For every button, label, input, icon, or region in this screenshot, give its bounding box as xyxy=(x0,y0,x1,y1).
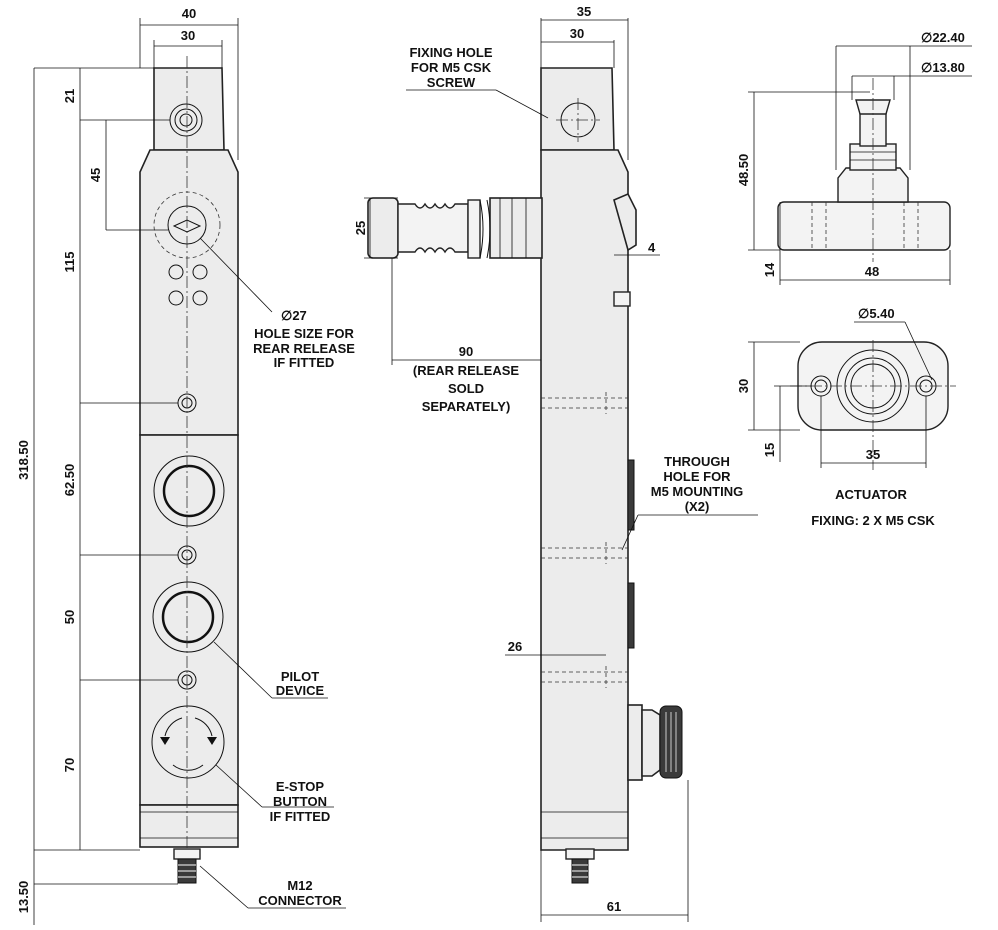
through-hole-note-2: HOLE FOR xyxy=(663,469,731,484)
m12-note-2: CONNECTOR xyxy=(258,893,342,908)
dim-h-62: 62.50 xyxy=(62,464,77,497)
side-button-profile xyxy=(627,582,635,649)
dim-h-318: 318.50 xyxy=(16,440,31,480)
actuator-dia-22-label: ∅22.40 xyxy=(921,30,965,45)
actuator-dia-5-label: ∅5.40 xyxy=(858,306,895,321)
rear-hole-note-1: HOLE SIZE FOR xyxy=(254,326,354,341)
side-dim-35: 35 xyxy=(577,4,591,19)
through-hole-note-1: THROUGH xyxy=(664,454,730,469)
dim-h-13: 13.50 xyxy=(16,881,31,914)
estop-note-3: IF FITTED xyxy=(270,809,331,824)
rear-release-note-2: SOLD xyxy=(448,381,484,396)
actuator-dim-30: 30 xyxy=(736,379,751,393)
actuator-dim-14: 14 xyxy=(762,262,777,277)
actuator-dim-48: 48 xyxy=(865,264,879,279)
actuator-title: ACTUATOR xyxy=(835,487,907,502)
fixing-hole-note-2: FOR M5 CSK xyxy=(411,60,492,75)
actuator-fixing-note: FIXING: 2 X M5 CSK xyxy=(811,513,935,528)
rear-hole-dia-label: ∅27 xyxy=(281,308,307,323)
side-view: 35 30 25 4 90 (REAR RELEASE SOLD SEPARAT… xyxy=(353,4,758,922)
actuator: ∅22.40 ∅13.80 48.50 14 48 ∅5.40 xyxy=(736,30,972,528)
dim-h-21: 21 xyxy=(62,89,77,103)
led-hole xyxy=(168,264,184,280)
dim-width-40: 40 xyxy=(182,6,196,21)
actuator-dim-48-50: 48.50 xyxy=(736,154,751,187)
led-hole xyxy=(192,264,208,280)
side-dim-61: 61 xyxy=(607,899,621,914)
dim-h-115: 115 xyxy=(62,252,77,273)
m12-note-1: M12 xyxy=(287,878,312,893)
pilot-note-2: DEVICE xyxy=(276,683,325,698)
dim-h-45: 45 xyxy=(88,168,103,182)
through-hole-note-3: M5 MOUNTING xyxy=(651,484,743,499)
fixing-hole-note-3: SCREW xyxy=(427,75,476,90)
side-head-block xyxy=(540,67,615,151)
actuator-base-side xyxy=(777,201,951,251)
front-upper-housing xyxy=(139,149,239,436)
front-base xyxy=(139,804,239,848)
rear-release-note-1: (REAR RELEASE xyxy=(413,363,520,378)
led-hole xyxy=(168,290,184,306)
actuator-dim-35: 35 xyxy=(866,447,880,462)
led-hole xyxy=(192,290,208,306)
estop-button xyxy=(151,705,225,779)
through-hole-note-4: (X2) xyxy=(685,499,710,514)
dim-h-50: 50 xyxy=(62,610,77,624)
estop-note-1: E-STOP xyxy=(276,779,324,794)
dim-h-70: 70 xyxy=(62,758,77,772)
rear-hole-note-2: REAR RELEASE xyxy=(253,341,355,356)
pilot-note-1: PILOT xyxy=(281,669,319,684)
fixing-hole-note-1: FIXING HOLE xyxy=(409,45,492,60)
pilot-device xyxy=(152,581,224,653)
side-dim-30: 30 xyxy=(570,26,584,41)
rear-release-note-3: SEPARATELY) xyxy=(422,399,511,414)
side-dim-26: 26 xyxy=(508,639,522,654)
side-dim-25: 25 xyxy=(353,221,368,235)
rear-release-knob xyxy=(367,197,399,259)
side-button-profile xyxy=(627,459,635,531)
front-lower-housing xyxy=(139,434,239,806)
actuator-dim-15: 15 xyxy=(762,443,777,457)
side-dim-4: 4 xyxy=(648,240,656,255)
estop-note-2: BUTTON xyxy=(273,794,327,809)
front-button-1 xyxy=(153,455,225,527)
rear-hole-note-3: IF FITTED xyxy=(274,355,335,370)
dim-width-30: 30 xyxy=(181,28,195,43)
actuator-dia-13-label: ∅13.80 xyxy=(921,60,965,75)
front-view: 40 30 21 45 115 318.50 62.50 50 70 13.50… xyxy=(16,6,355,925)
side-dim-90: 90 xyxy=(459,344,473,359)
